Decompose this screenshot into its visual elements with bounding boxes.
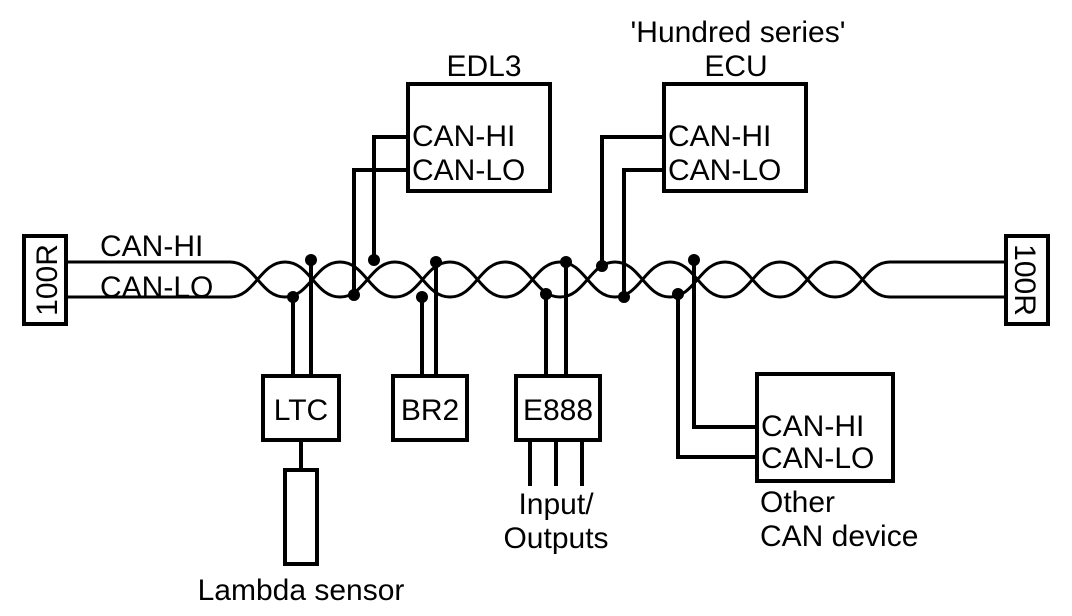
junction-dot <box>618 291 630 303</box>
junction-dot <box>540 288 552 300</box>
edl3-title: EDL3 <box>446 50 521 83</box>
ecu-lo-label: CAN-LO <box>668 154 781 187</box>
other-lo-label: CAN-LO <box>761 442 874 475</box>
ltc-device: LTC Lambda sensor <box>198 258 405 607</box>
br2-device: BR2 <box>391 260 469 442</box>
e888-label: E888 <box>523 394 593 427</box>
junction-dot <box>305 254 317 266</box>
junction-dots <box>287 254 700 303</box>
ecu-hi-label: CAN-HI <box>668 120 771 153</box>
edl3-lo-label: CAN-LO <box>412 154 525 187</box>
junction-dot <box>672 288 684 300</box>
ecu-title-line2: ECU <box>704 50 767 83</box>
other-can-device: CAN-HI CAN-LO Other CAN device <box>676 258 918 553</box>
e888-io-line1: Input/ <box>518 488 594 521</box>
terminator-right: 100R <box>1004 234 1050 326</box>
junction-dot <box>368 254 380 266</box>
bus-lo-label: CAN-LO <box>100 271 213 304</box>
junction-dot <box>348 289 360 301</box>
twisted-pair-cable <box>66 260 1006 299</box>
edl3-hi-label: CAN-HI <box>412 120 515 153</box>
junction-dot <box>688 254 700 266</box>
junction-dot <box>430 256 442 268</box>
terminator-left: 100R <box>22 234 68 326</box>
terminator-left-label: 100R <box>31 244 64 316</box>
e888-io-line2: Outputs <box>503 522 608 555</box>
other-line2: CAN device <box>760 520 918 553</box>
lambda-sensor-label: Lambda sensor <box>198 574 405 607</box>
ltc-label: LTC <box>274 394 328 427</box>
junction-dot <box>287 291 299 303</box>
junction-dot <box>596 260 608 272</box>
terminator-right-label: 100R <box>1008 244 1041 316</box>
other-line1: Other <box>760 486 835 519</box>
junction-dot <box>560 256 572 268</box>
br2-label: BR2 <box>401 394 459 427</box>
ecu-title-line1: 'Hundred series' <box>631 16 846 49</box>
edl3-device: EDL3 CAN-HI CAN-LO <box>352 50 552 297</box>
bus-hi-label: CAN-HI <box>100 230 203 263</box>
other-hi-label: CAN-HI <box>761 410 864 443</box>
junction-dot <box>416 291 428 303</box>
e888-device: E888 Input/ Outputs <box>503 260 609 555</box>
ecu-device: 'Hundred series' ECU CAN-HI CAN-LO <box>600 16 846 299</box>
lambda-sensor <box>283 468 319 566</box>
